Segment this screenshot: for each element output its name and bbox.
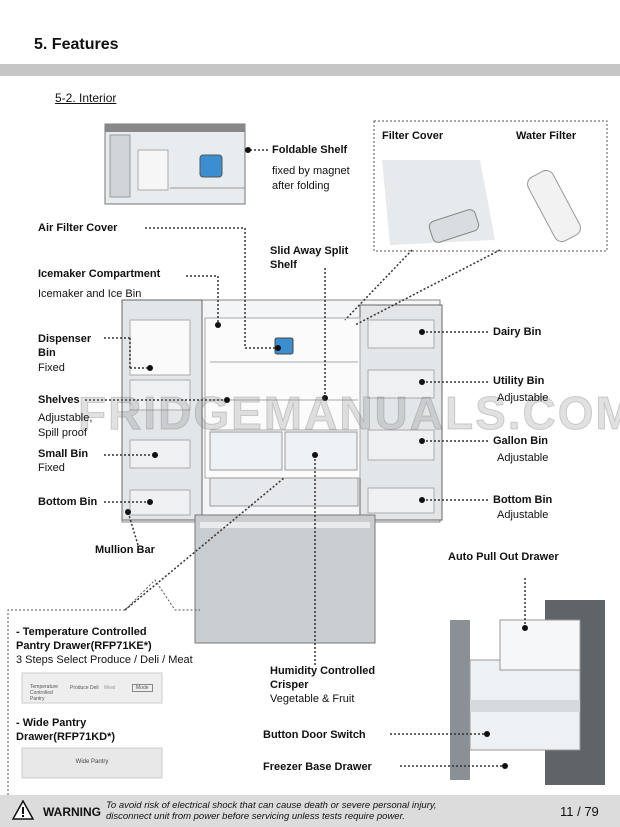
refrigerator-image — [121, 299, 443, 644]
label-temp-pantry: - Temperature Controlled Pantry Drawer(R… — [16, 626, 152, 652]
label-mullion-bar: Mullion Bar — [95, 544, 155, 556]
label-bottom-bin-right: Bottom Bin — [493, 494, 553, 506]
footer-bar — [0, 795, 620, 827]
label-air-filter-cover: Air Filter Cover — [38, 222, 118, 234]
label-dairy-bin: Dairy Bin — [493, 326, 542, 338]
desc-gallon-bin: Adjustable — [497, 452, 549, 464]
label-filter-cover: Filter Cover — [382, 130, 444, 142]
label-freezer-base-drawer: Freezer Base Drawer — [263, 761, 372, 773]
label-auto-pull-out-drawer: Auto Pull Out Drawer — [448, 551, 559, 563]
label-water-filter: Water Filter — [516, 130, 577, 142]
label-foldable-shelf: Foldable Shelf — [272, 144, 348, 156]
label-slid-away-shelf: Slid Away Split Shelf — [270, 245, 349, 271]
label-utility-bin: Utility Bin — [493, 375, 545, 387]
warning-icon — [12, 800, 34, 820]
desc-icemaker: Icemaker and Ice Bin — [38, 288, 142, 300]
desc-foldable-shelf: fixed by magnet after folding — [272, 165, 350, 192]
wide-pantry-panel-image — [21, 747, 163, 779]
panel-deli: Deli — [90, 685, 99, 691]
desc-bottom-bin-right: Adjustable — [497, 509, 549, 521]
label-bottom-bin-left: Bottom Bin — [38, 496, 98, 508]
desc-shelves: Adjustable, Spill proof — [38, 412, 93, 439]
foldable-shelf-image — [104, 123, 246, 205]
page-title: 5. Features — [34, 36, 119, 53]
desc-utility-bin: Adjustable — [497, 392, 549, 404]
label-wide-pantry: - Wide Pantry Drawer(RFP71KD*) — [16, 717, 116, 743]
label-gallon-bin: Gallon Bin — [493, 435, 548, 447]
panel-label: Temperature Controlled Pantry — [30, 684, 59, 702]
warning-label: WARNING — [43, 805, 101, 819]
panel-produce: Produce — [70, 685, 89, 691]
page-number: 11 / 79 — [560, 804, 599, 819]
header-band — [0, 64, 620, 76]
desc-dispenser-bin: Fixed — [38, 362, 65, 374]
panel-mode-button: Mode — [132, 684, 153, 692]
warning-text: To avoid risk of electrical shock that c… — [106, 800, 437, 822]
label-shelves: Shelves — [38, 394, 80, 406]
label-icemaker: Icemaker Compartment — [38, 268, 161, 280]
section-subtitle: 5-2. Interior — [55, 91, 117, 105]
filter-image — [373, 120, 608, 252]
label-humidity-crisper: Humidity Controlled Crisper — [270, 665, 376, 691]
label-small-bin: Small Bin — [38, 448, 89, 460]
pantry-control-panel-image — [21, 672, 163, 704]
desc-humidity-crisper: Vegetable & Fruit — [270, 693, 355, 705]
wide-pantry-panel-text: Wide Pantry — [75, 759, 109, 765]
label-button-door-switch: Button Door Switch — [263, 729, 366, 741]
desc-temp-pantry: 3 Steps Select Produce / Deli / Meat — [16, 654, 193, 666]
label-dispenser-bin: Dispenser Bin — [38, 333, 92, 359]
desc-small-bin: Fixed — [38, 462, 65, 474]
watermark: FRIDGEMANUALS.COM — [78, 387, 620, 440]
panel-meat: Meat — [104, 685, 116, 691]
